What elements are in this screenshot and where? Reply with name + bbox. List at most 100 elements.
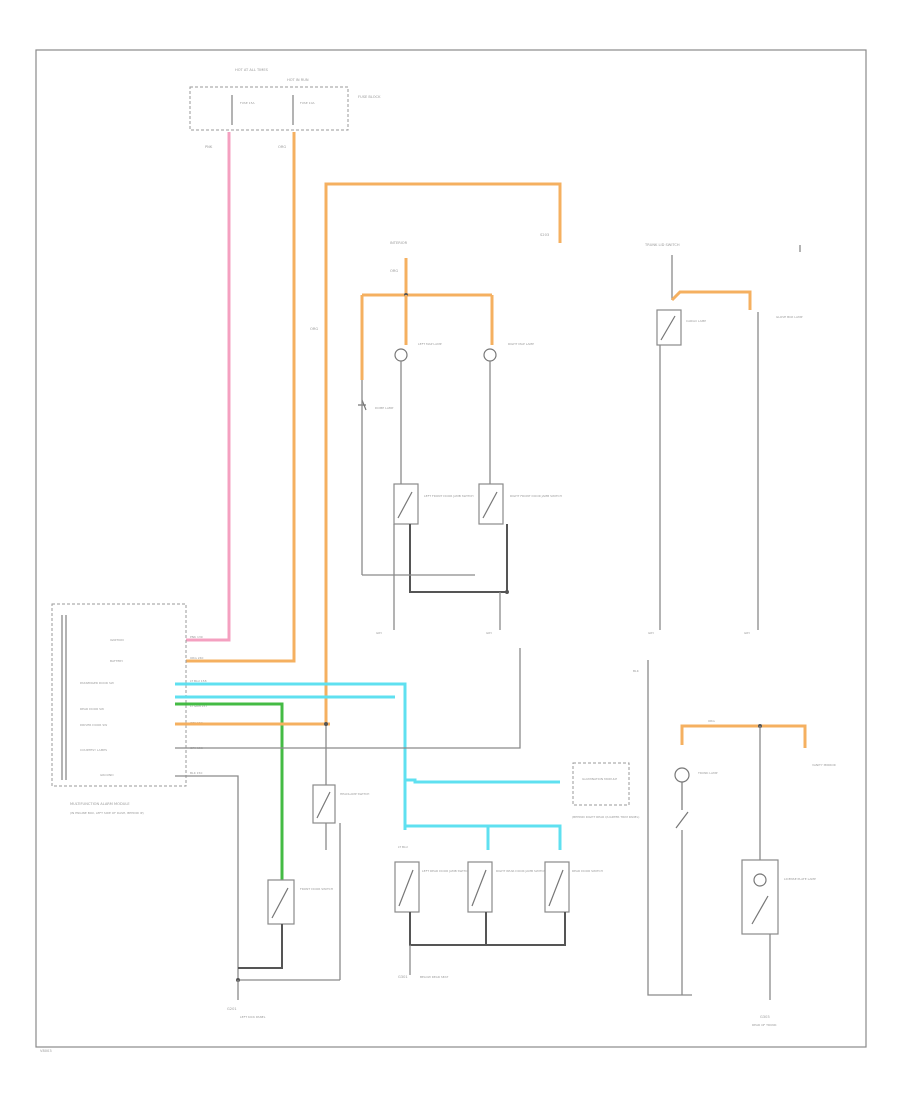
left-front-door-switch-label: LEFT FRONT DOOR JAMB SWITCH xyxy=(424,494,474,498)
fuse-block-top-label: HOT AT ALL TIMES xyxy=(235,68,269,72)
left-map-lamp: LEFT MAP LAMP xyxy=(394,342,442,485)
license-lamp-bulb xyxy=(753,873,767,887)
rear-cyan-wire-label: LT BLU xyxy=(398,845,408,849)
fuse-left-label: FUSE 15A xyxy=(240,101,255,105)
trunk-lid-switch-contact xyxy=(660,315,676,341)
license-lamp-contact xyxy=(751,895,769,925)
lr-door-switch-box xyxy=(394,861,420,913)
module-pin-ground: GROUND xyxy=(100,773,114,777)
module-wire-rear: LT GRN 157 xyxy=(190,704,207,708)
module-wire-battery: ORG 240 xyxy=(190,656,204,660)
trunk-lid-switch-label: TRUNK LID SWITCH xyxy=(644,243,680,247)
rear-lamp-feed-label: BLK xyxy=(633,669,640,673)
front-switch-wire-label-left: GRY xyxy=(376,631,382,635)
ground-wire xyxy=(175,775,239,980)
pink-wire xyxy=(175,132,231,642)
glove-box-label: GLOVE BOX LAMP xyxy=(776,315,803,319)
org-mid-label: ORG xyxy=(310,327,318,331)
vanity-mirror-label: VANITY MIRROR xyxy=(812,763,836,767)
courtesy-wire xyxy=(175,648,521,749)
diagram-frame xyxy=(35,49,867,1048)
headlamp-switch-label: HEADLAMP SWITCH xyxy=(340,792,369,796)
headlamp-splice xyxy=(324,722,328,726)
cyan-wire-rear-mid xyxy=(405,824,490,850)
front-door-switch-ground xyxy=(409,524,508,593)
fuse-block: HOT AT ALL TIMES HOT IN RUN FUSE BLOCK F… xyxy=(189,68,381,149)
license-lamp-label: LICENSE PLATE LAMP xyxy=(784,877,816,881)
right-map-lamp-label: RIGHT MAP LAMP xyxy=(508,342,534,346)
module-wire-passenger: LT BLU 158 xyxy=(190,679,207,683)
license-lamp-box xyxy=(741,859,779,935)
rear-switch-contact xyxy=(548,869,564,907)
ground-left-label: G201 xyxy=(227,1007,237,1011)
headlamp-switch-wire xyxy=(325,724,341,980)
module-pin-driver: DRIVER DOOR SW xyxy=(80,723,107,727)
splice-top-label: S203 xyxy=(540,233,549,237)
green-wire xyxy=(175,702,284,880)
driver-door-switch-label: FRONT DOOR SWITCH xyxy=(300,887,333,891)
module-pin-courtesy: COURTESY LAMPS xyxy=(80,748,107,752)
ground-mid-location: BELOW REAR SEAT xyxy=(420,975,448,979)
cyan-wire-rear-bus xyxy=(405,824,562,850)
cargo-lamp-label: CARGO LAMP xyxy=(686,319,706,323)
front-switch-wire-label-right: GRY xyxy=(486,631,492,635)
ground-mid-label: G301 xyxy=(398,975,408,979)
trunk-wire-label: GRY xyxy=(648,631,654,635)
org-drop-label: ORG xyxy=(390,269,398,273)
headlamp-switch: HEADLAMP SWITCH xyxy=(312,722,369,980)
interior-label: INTERIOR xyxy=(390,241,408,245)
glove-wire-label: GRY xyxy=(744,631,750,635)
driver-door-ground-wire xyxy=(238,924,283,969)
ground-right-label: G303 xyxy=(760,1015,770,1019)
lr-door-switch-contact xyxy=(398,869,414,907)
module-pin-rear: REAR DOOR SW xyxy=(80,707,104,711)
cyan-wire-passenger xyxy=(175,682,407,830)
left-front-door-switch: LEFT FRONT DOOR JAMB SWITCH xyxy=(393,483,474,525)
driver-door-switch-contact xyxy=(271,887,289,919)
fuse-block-name: FUSE BLOCK xyxy=(358,95,381,99)
front-door-switch-splice xyxy=(505,590,509,594)
rr-door-switch-label: RIGHT REAR DOOR JAMB SWITCH xyxy=(496,869,546,873)
trunk-lamp-bulb xyxy=(674,767,690,783)
fuse-block-mid-label: HOT IN RUN xyxy=(287,78,309,82)
right-front-door-switch-label: RIGHT FRONT DOOR JAMB SWITCH xyxy=(510,494,562,498)
fuse-left-wire-label: PNK xyxy=(205,145,213,149)
rear-lamps: BLK ORG TRUNK LAMP VANITY MIRROR LICENSE… xyxy=(633,660,836,1027)
fuse-block-box xyxy=(189,86,349,131)
right-front-door-switch-contact xyxy=(482,491,498,519)
module-location: (IN ENGINE BOX, LEFT SIDE OF DASH, BEHIN… xyxy=(70,811,144,815)
driver-door-switch: FRONT DOOR SWITCH G201 LEFT KICK PANEL xyxy=(227,879,340,1019)
ground-left-location: LEFT KICK PANEL xyxy=(240,1015,266,1019)
cyan-wire-trunk xyxy=(405,778,560,784)
illumination-module: ILLUMINATION MODULE (BEHIND RIGHT REAR Q… xyxy=(572,762,639,819)
module-hatch xyxy=(61,615,67,780)
rear-lamp-feed xyxy=(647,660,692,996)
right-front-door-switch: RIGHT FRONT DOOR JAMB SWITCH xyxy=(478,483,562,525)
illumination-module-box xyxy=(572,762,630,806)
right-map-lamp: RIGHT MAP LAMP xyxy=(483,342,534,485)
trunk-lid-switch: TRUNK LID SWITCH CARGO LAMP GLOVE BOX LA… xyxy=(644,243,803,635)
module-pin-passenger: PASSENGER DOOR SW xyxy=(80,681,114,685)
ground-right-location: REAR OF TRUNK xyxy=(752,1023,777,1027)
trunk-lamp-orange-label: ORG xyxy=(708,719,715,723)
rr-door-switch-contact xyxy=(471,869,487,907)
headlamp-switch-contact xyxy=(316,791,331,819)
trunk-lamp-switch xyxy=(675,782,689,829)
right-map-lamp-bulb xyxy=(483,348,497,362)
rear-door-switches: LEFT REAR DOOR JAMB SWITCH RIGHT REAR DO… xyxy=(394,845,603,979)
orange-feed-wire xyxy=(324,182,562,724)
rear-switch-label: REAR DOOR SWITCH xyxy=(572,869,603,873)
left-map-lamp-label: LEFT MAP LAMP xyxy=(418,342,442,346)
multifunction-module: IGNITION BATTERY PASSENGER DOOR SW REAR … xyxy=(51,603,207,815)
illumination-module-note: (BEHIND RIGHT REAR QUARTER TRIM PANEL) xyxy=(572,815,639,819)
module-wire-ground: BLK 150 xyxy=(190,771,202,775)
left-front-door-switch-contact xyxy=(397,491,413,519)
module-name: MULTIFUNCTION ALARM MODULE xyxy=(70,802,130,806)
dome-lamp: DOME LAMP xyxy=(358,380,393,575)
trunk-lamp-orange xyxy=(680,724,807,748)
trunk-orange-wire xyxy=(670,290,752,310)
corner-code: V8003 xyxy=(40,1049,52,1053)
module-pin-ignition: IGNITION xyxy=(110,638,124,642)
module-pin-battery: BATTERY xyxy=(110,659,123,663)
